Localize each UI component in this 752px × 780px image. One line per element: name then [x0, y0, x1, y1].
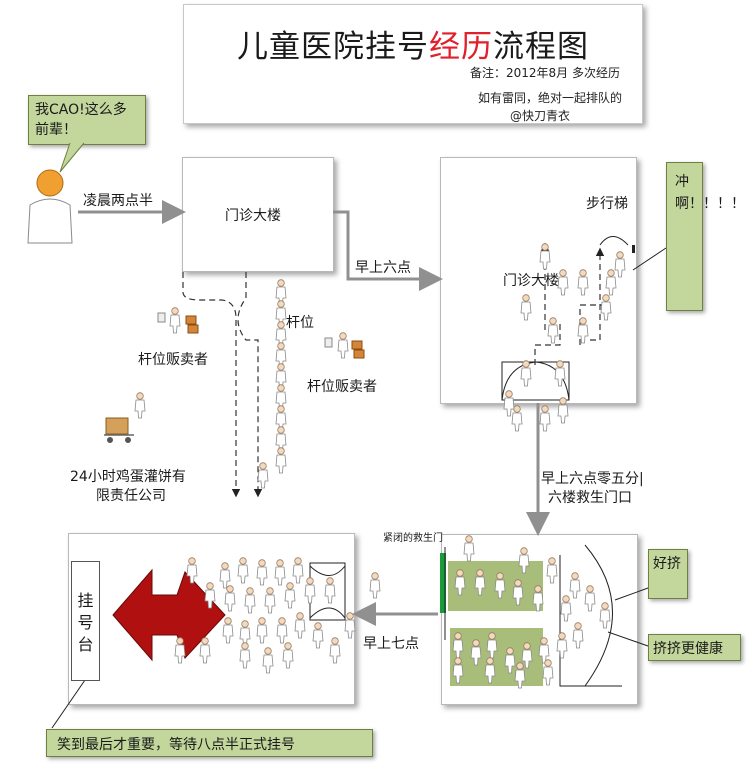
good-squeeze-callout: 好挤 [648, 549, 688, 599]
stairs-door [599, 236, 629, 246]
queue-people [257, 279, 287, 489]
cart-icon [104, 392, 146, 443]
note-date: 备注：2012年8月 多次经历 [470, 66, 620, 80]
note-author: @快刀青衣 [510, 109, 571, 123]
label-six-five-2: 六楼救生门口 [548, 490, 632, 506]
speech-bubble: 我CAO!这么多前辈！ [28, 95, 146, 145]
label-early: 凌晨两点半 [83, 193, 153, 209]
counter-label: 挂号台 [77, 591, 94, 654]
closed-door [440, 553, 446, 613]
vendor-icon [157, 307, 199, 334]
vendor-label-1: 杆位贩卖者 [138, 352, 208, 368]
building-label-2: 门诊大楼 [503, 273, 559, 289]
bottom-pointer [51, 679, 86, 729]
speech-tail [59, 142, 85, 173]
queue-label: 杆位 [286, 315, 314, 331]
arrow-six [333, 210, 443, 291]
corridor-lines [559, 544, 622, 687]
title-card: 儿童医院挂号经历流程图 备注：2012年8月 多次经历 如有雷同，绝对一起排队的… [183, 4, 643, 124]
company-label-1: 24小时鸡蛋灌饼有 [70, 469, 186, 485]
dashed-route-2 [237, 272, 263, 498]
label-six: 早上六点 [355, 260, 411, 276]
label-six-five-1: 早上六点零五分| [541, 471, 644, 487]
person-icon [27, 169, 73, 244]
building-label: 门诊大楼 [225, 208, 281, 224]
stairs-label: 步行梯 [586, 196, 628, 212]
closed-door-label: 紧闭的救生门 [383, 533, 443, 544]
rush-pointer [632, 247, 667, 271]
rush-callout: 冲啊！！！！ [666, 162, 745, 311]
vendor-label-2: 杆位贩卖者 [307, 379, 377, 395]
dashed-route-1 [182, 272, 241, 498]
page-title: 儿童医院挂号经历流程图 [237, 29, 589, 65]
registration-counter: 挂号台 [71, 561, 100, 681]
vendor-icon [324, 332, 365, 359]
building-entrance-panel [440, 157, 637, 404]
outpatient-building-panel: 门诊大楼 [182, 157, 334, 272]
company-label-2: 限责任公司 [96, 488, 166, 504]
label-seven: 早上七点 [363, 636, 419, 652]
bottom-callout: 笑到最后才重要，等待八点半正式挂号 [46, 729, 373, 757]
note-same: 如有雷同，绝对一起排队的 [478, 91, 623, 105]
squeeze-healthier-callout: 挤挤更健康 [648, 634, 741, 661]
big-arrow-icon [112, 568, 226, 662]
